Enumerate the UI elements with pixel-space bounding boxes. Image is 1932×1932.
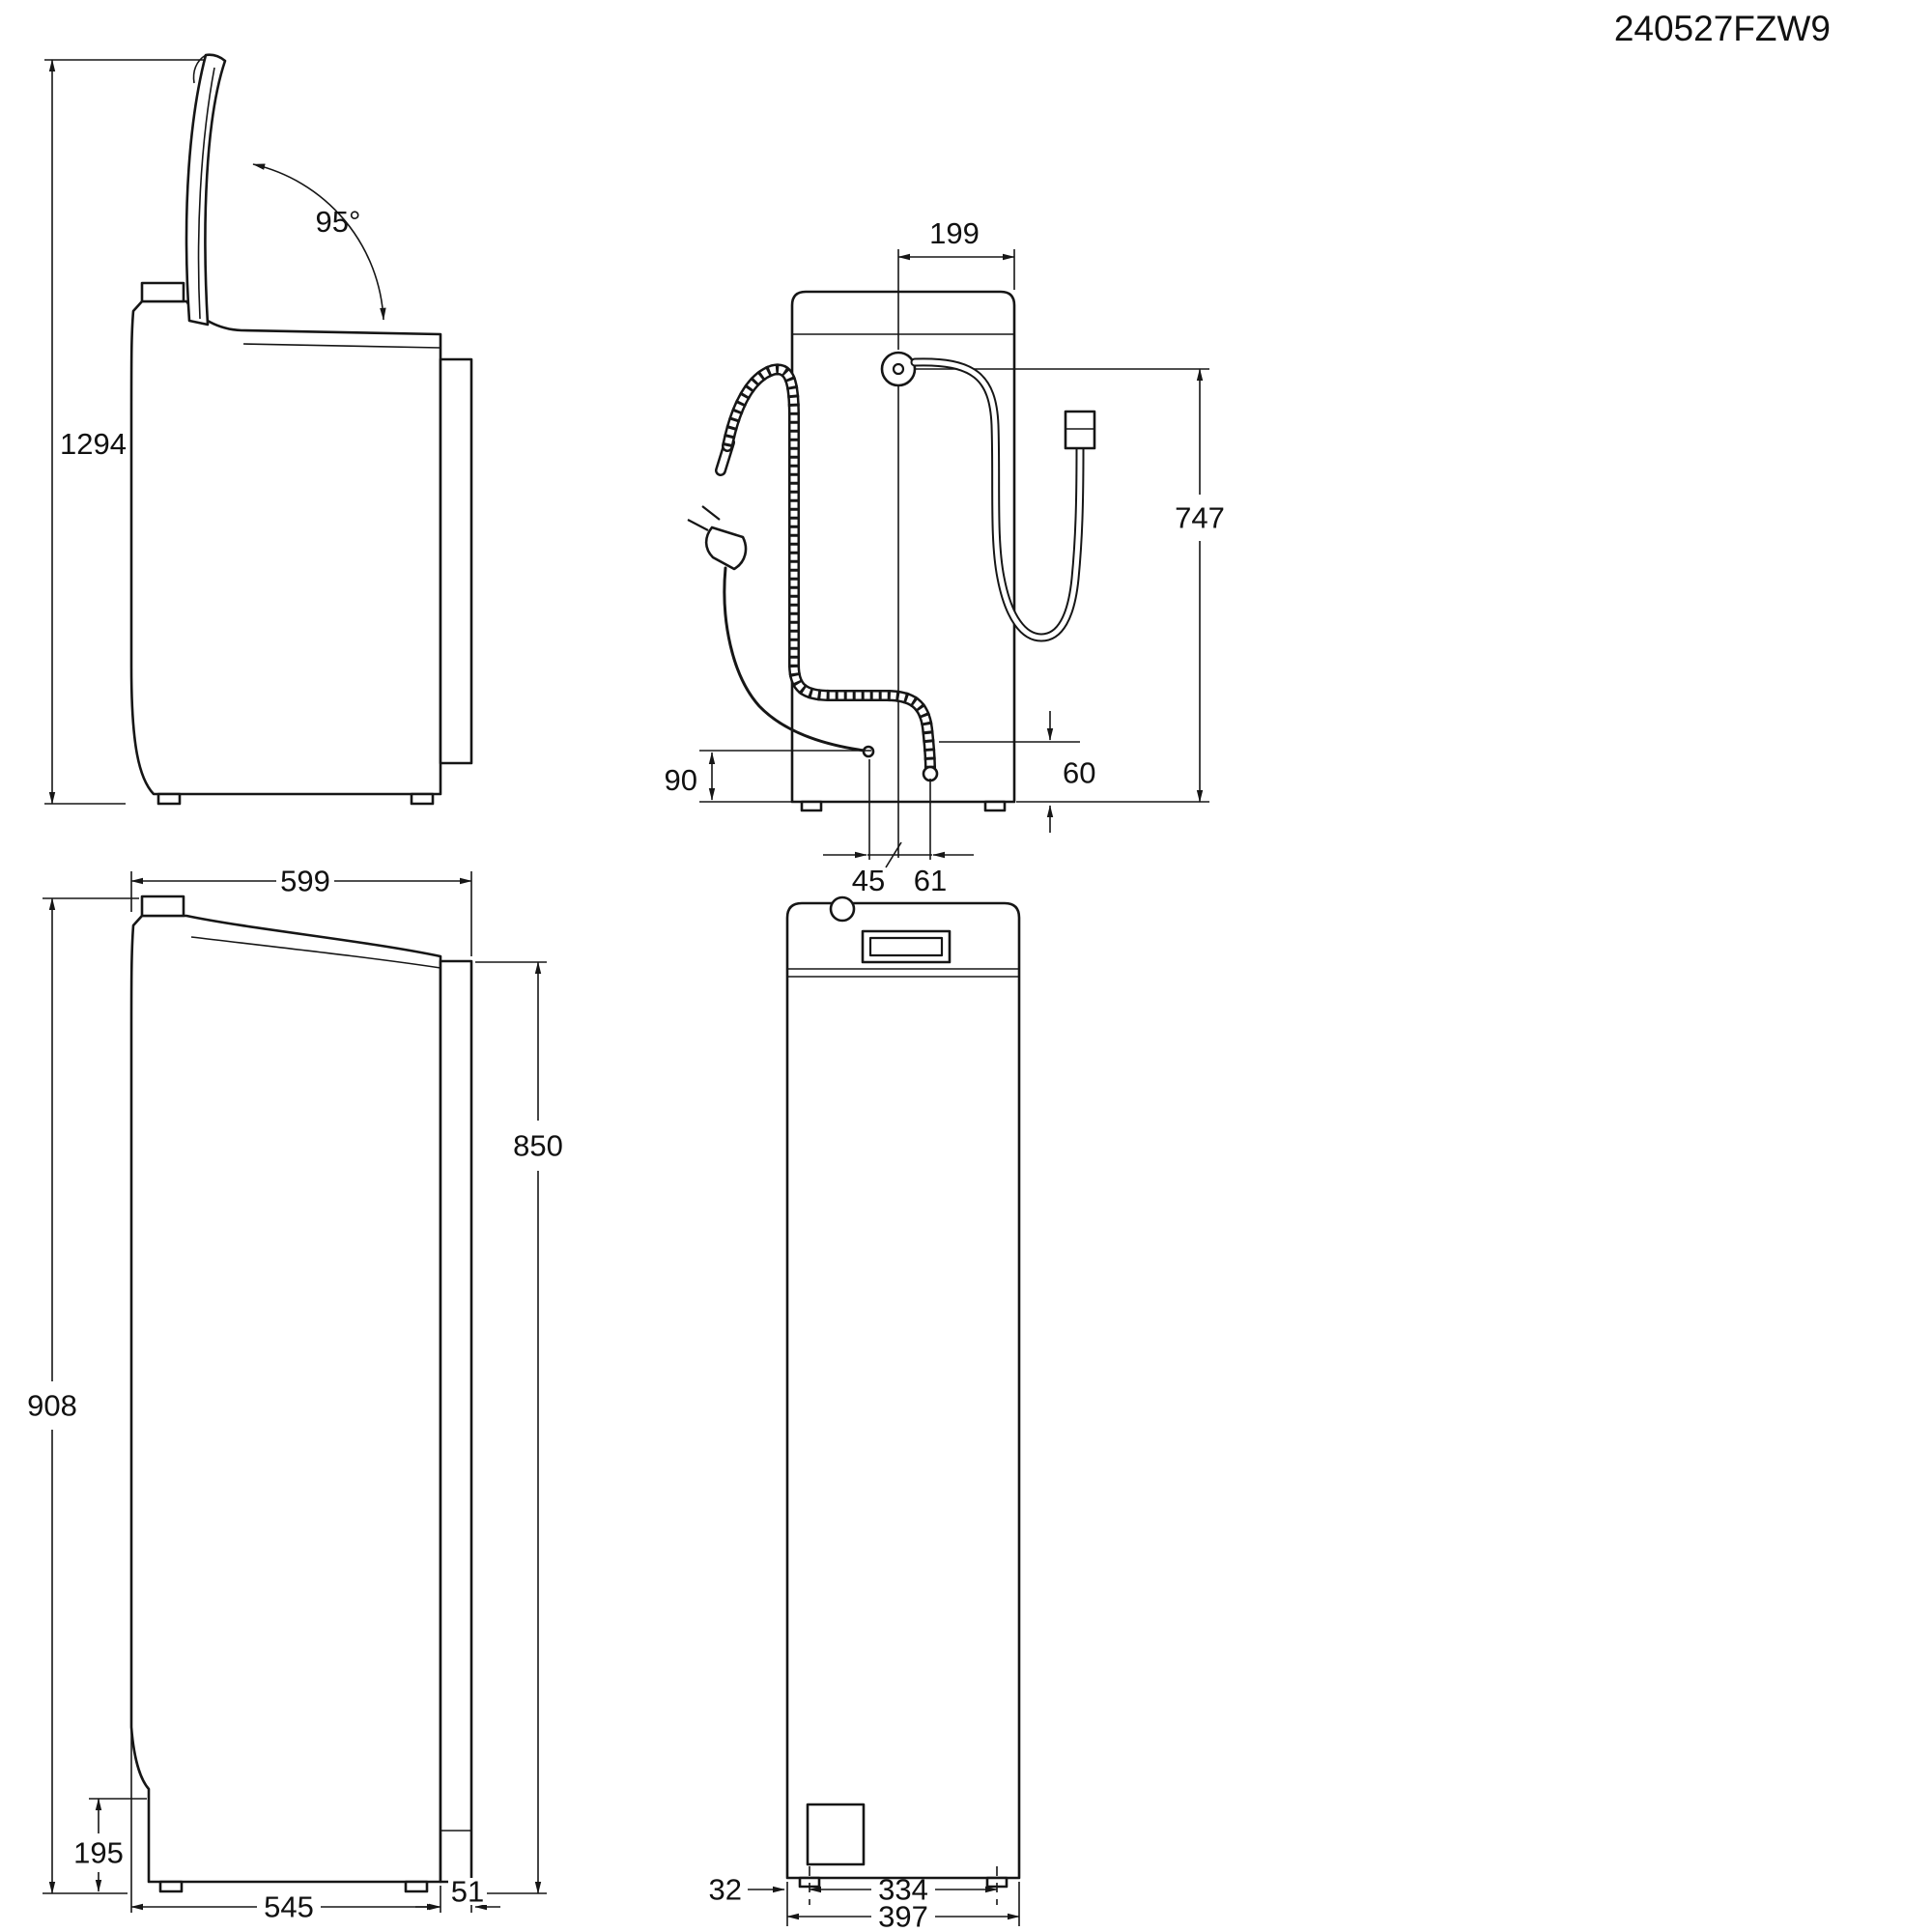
program-knob bbox=[829, 895, 856, 923]
left-foot bbox=[800, 800, 823, 812]
plug-prong bbox=[701, 505, 721, 521]
rear-foot bbox=[404, 1880, 429, 1893]
inlet-valve bbox=[880, 351, 917, 387]
dim-cord-drain-offsets: 45 61 bbox=[823, 759, 974, 897]
dim-height-lid-open: 1294 bbox=[44, 59, 205, 805]
drain-hose-end bbox=[922, 765, 939, 782]
lid-inner-line bbox=[197, 67, 215, 320]
rear-foot bbox=[410, 792, 435, 806]
dim-drain-exit-height: 60 bbox=[939, 711, 1095, 833]
front-foot bbox=[156, 792, 182, 806]
machine-body-outline bbox=[785, 901, 1021, 1880]
dim-label-height-lid-open: 1294 bbox=[60, 427, 127, 461]
dim-label-drain-exit-height: 60 bbox=[1063, 756, 1095, 790]
open-lid bbox=[185, 53, 227, 327]
front-view: 334 32 397 bbox=[709, 895, 1021, 1932]
dim-label-width: 397 bbox=[878, 1900, 928, 1932]
rear-panel bbox=[439, 959, 473, 1884]
dim-height-to-panel-top: 908 bbox=[27, 897, 139, 1894]
right-foot bbox=[983, 800, 1007, 812]
top-rim-seam bbox=[242, 343, 441, 349]
dim-foot-inset: 32 bbox=[709, 1873, 785, 1907]
dim-label-foot-inset: 32 bbox=[709, 1873, 742, 1907]
lid-angle-arc bbox=[252, 163, 386, 321]
machine-body-outline bbox=[129, 914, 442, 1884]
dim-label-height: 850 bbox=[513, 1129, 563, 1163]
machine-body-outline bbox=[129, 299, 442, 796]
dim-feet-distance: 334 bbox=[809, 1873, 998, 1907]
rear-panel bbox=[439, 357, 473, 765]
dim-label-feet-distance: 334 bbox=[878, 1873, 928, 1907]
dim-label-inlet-to-side: 199 bbox=[929, 216, 980, 250]
control-panel bbox=[140, 895, 185, 918]
dim-depth-total: 599 bbox=[130, 865, 472, 956]
dim-label-height-to-panel-top: 908 bbox=[27, 1389, 77, 1423]
dim-label-depth-body: 545 bbox=[264, 1890, 314, 1924]
dim-label-inlet-hose-length: 747 bbox=[1175, 501, 1225, 535]
cord-end bbox=[862, 745, 875, 758]
dim-depth-body: 545 51 bbox=[130, 1729, 500, 1924]
dim-label-rear-panel-depth: 51 bbox=[451, 1875, 484, 1909]
lid-handle-curl bbox=[192, 54, 207, 84]
dim-cord-exit-height: 90 bbox=[665, 750, 871, 803]
plug-prong bbox=[687, 519, 709, 531]
inlet-hose-fitting bbox=[1064, 410, 1096, 450]
dim-inlet-to-side: 199 bbox=[897, 216, 1015, 350]
display-window bbox=[868, 936, 944, 957]
dim-height: 850 bbox=[475, 961, 563, 1894]
dim-label-depth-total: 599 bbox=[280, 865, 330, 898]
lid-seam bbox=[190, 936, 441, 969]
rear-view: 199 747 90 60 bbox=[665, 216, 1225, 897]
dim-inlet-hose-length: 747 bbox=[1016, 368, 1225, 803]
display-frame bbox=[861, 929, 952, 964]
dim-label-lid-angle: 95° bbox=[316, 205, 361, 239]
power-plug bbox=[704, 526, 748, 571]
filter-door bbox=[806, 1803, 866, 1866]
dim-label-cord-exit-height: 90 bbox=[665, 763, 697, 797]
dim-label-front-recess-height: 195 bbox=[73, 1836, 124, 1870]
side-view-lid-open: 95° 1294 bbox=[44, 53, 473, 806]
control-panel bbox=[140, 281, 185, 303]
dim-label-drain-offset: 61 bbox=[914, 864, 947, 897]
power-cord bbox=[723, 566, 867, 753]
doc-code: 240527FZW9 bbox=[1614, 9, 1831, 48]
side-view-lid-closed: 599 908 850 195 bbox=[27, 865, 563, 1924]
machine-body-outline bbox=[790, 290, 1016, 804]
dim-label-cord-offset: 45 bbox=[852, 864, 885, 897]
dim-front-recess-height: 195 bbox=[73, 1798, 147, 1892]
front-foot bbox=[158, 1880, 184, 1893]
dim-width: 397 bbox=[786, 1900, 1020, 1932]
inlet-valve-center bbox=[892, 362, 905, 376]
